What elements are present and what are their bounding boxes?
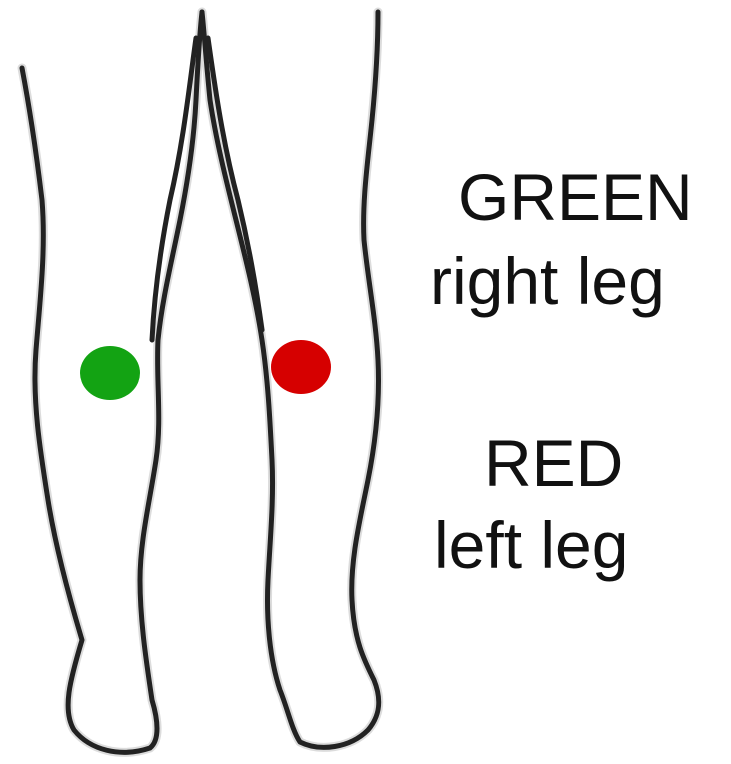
red-legend-title: RED	[484, 430, 623, 496]
red-legend-description: left leg	[434, 512, 628, 578]
green-legend-title: GREEN	[458, 164, 693, 230]
green-legend-description: right leg	[430, 248, 665, 314]
right-leg-inner-contour	[208, 38, 262, 330]
red-electrode-marker	[271, 340, 331, 394]
green-electrode-marker	[80, 346, 140, 400]
